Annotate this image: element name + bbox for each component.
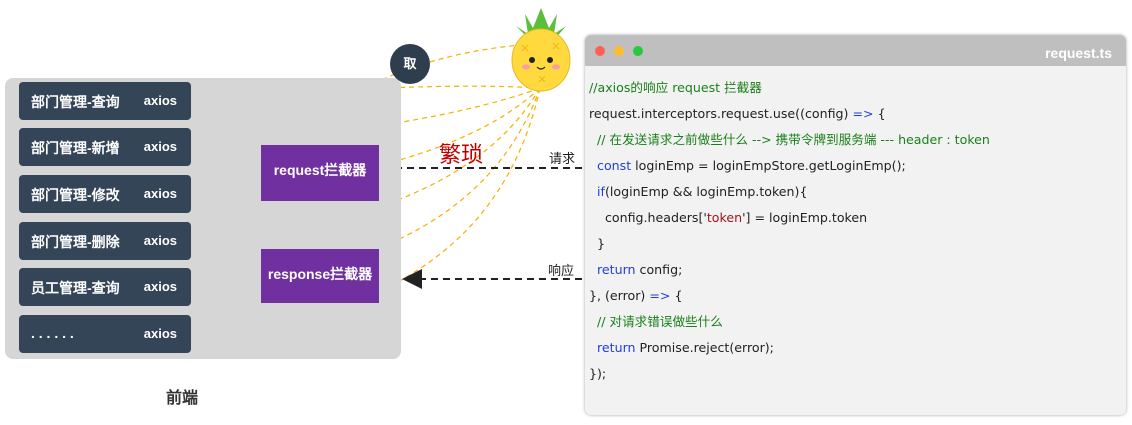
take-link-line <box>429 44 521 63</box>
take-badge: 取 <box>390 44 430 84</box>
tedious-label: 繁琐 <box>439 143 484 168</box>
maximize-dot-icon[interactable] <box>633 46 643 56</box>
code-line: //axios的响应 request 拦截器 <box>589 80 762 95</box>
module-name: 员工管理-查询 <box>31 280 120 296</box>
close-dot-icon[interactable] <box>595 46 605 56</box>
module-axios-label: axios <box>143 233 177 248</box>
code-line: return config; <box>597 262 683 277</box>
response-interceptor: response拦截器 <box>261 249 379 303</box>
code-line: return Promise.reject(error); <box>597 340 774 355</box>
module-name: 部门管理-查询 <box>31 94 120 110</box>
module-box: 部门管理-新增 axios <box>19 128 191 166</box>
module-box: 员工管理-查询 axios <box>19 268 191 306</box>
module-box: 部门管理-修改 axios <box>19 175 191 213</box>
request-interceptor-label: request拦截器 <box>273 162 367 178</box>
minimize-dot-icon[interactable] <box>614 46 624 56</box>
module-axios-label: axios <box>143 326 177 341</box>
frontend-panel <box>5 78 401 359</box>
module-name: 部门管理-修改 <box>31 187 120 203</box>
pineapple-module-connector <box>193 87 541 246</box>
request-interceptor: request拦截器 <box>261 145 379 201</box>
code-line: const loginEmp = loginEmpStore.getLoginE… <box>597 158 906 173</box>
module-name: 部门管理-新增 <box>31 140 120 156</box>
code-line: }); <box>589 366 607 381</box>
frontend-caption: 前端 <box>166 390 199 407</box>
module-name: . . . . . . <box>31 325 74 341</box>
code-line: } <box>589 236 606 251</box>
code-line: if(loginEmp && loginEmp.token){ <box>597 184 808 199</box>
module-axios-label: axios <box>143 186 177 201</box>
response-arrow-label: 响应 <box>548 263 575 278</box>
code-filename: request.ts <box>1045 45 1112 61</box>
module-box: . . . . . . axios <box>19 315 191 353</box>
code-window-titlebar: request.ts <box>585 35 1126 66</box>
code-window: request.ts //axios的响应 request 拦截器 request… <box>585 35 1126 415</box>
module-axios-label: axios <box>143 93 177 108</box>
code-line: config.headers['token'] = loginEmp.token <box>589 210 868 225</box>
code-line: // 在发送请求之前做些什么 --> 携带令牌到服务端 --- header :… <box>589 132 990 147</box>
module-axios-label: axios <box>143 139 177 154</box>
module-box: 部门管理-删除 axios <box>19 222 191 260</box>
code-line: // 对请求错误做些什么 <box>589 314 723 329</box>
response-interceptor-label: response拦截器 <box>267 266 373 282</box>
module-box: 部门管理-查询 axios <box>19 82 191 120</box>
module-name: 部门管理-删除 <box>31 234 120 250</box>
code-line: }, (error) => { <box>589 288 683 303</box>
code-block: //axios的响应 request 拦截器 request.intercepto… <box>589 79 990 391</box>
code-line: request.interceptors.request.use((config… <box>589 106 886 121</box>
request-arrow-label: 请求 <box>549 151 576 166</box>
module-axios-label: axios <box>143 279 177 294</box>
